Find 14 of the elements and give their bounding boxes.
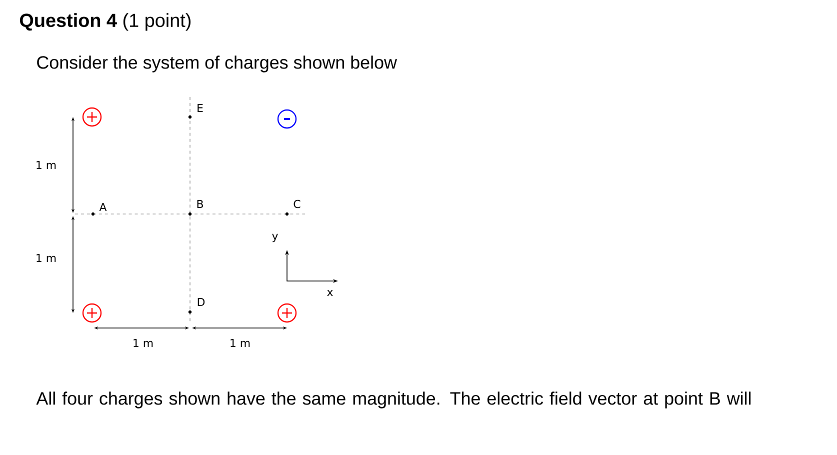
question-title: Question 4 (1 point)	[20, 13, 191, 31]
axis-label: y	[272, 234, 278, 242]
dimension-label: 1 m	[134, 339, 153, 347]
point-label: A	[99, 203, 107, 211]
axis-label: x	[327, 290, 333, 296]
question-text: Consider the system of charges shown below	[37, 56, 397, 72]
point-label: B	[197, 200, 203, 208]
point-label: E	[198, 104, 203, 112]
question-text: All four charges shown have the same magnitude. The electric field vector at point B will	[36, 392, 751, 408]
point-label: D	[198, 298, 205, 306]
dimension-label: 1 m	[230, 339, 250, 347]
point-label: C	[294, 200, 300, 208]
dimension-label: 1 m	[36, 254, 56, 262]
dimension-label: 1 m	[36, 161, 56, 169]
